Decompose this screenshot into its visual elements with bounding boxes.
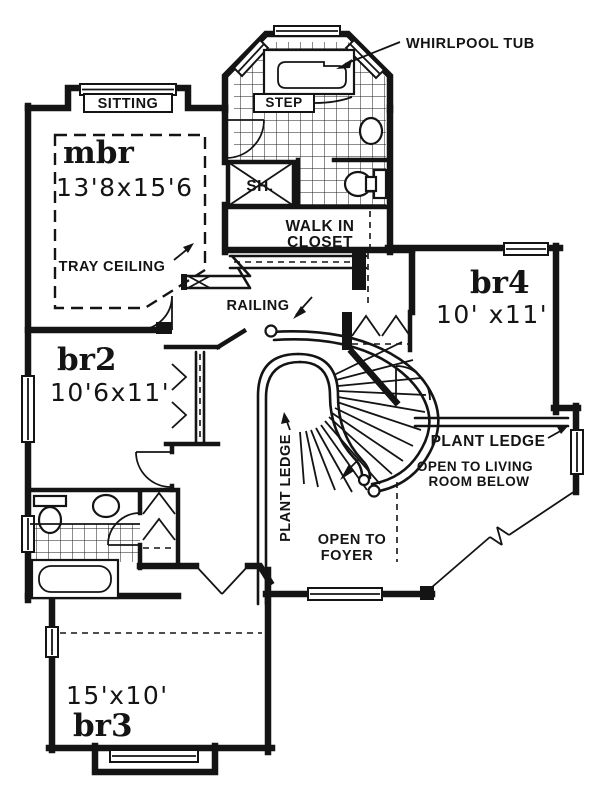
- living-open-window: [570, 429, 584, 475]
- plant-ledge-living: [413, 416, 570, 428]
- br2-door: [135, 451, 173, 488]
- hall-sink-icon: [30, 493, 140, 525]
- open-foyer-label-2: FOYER: [321, 548, 373, 564]
- stair-newel-bottom-outer: [367, 484, 381, 498]
- whirlpool-bay-window-left: [232, 38, 270, 78]
- tray-ceiling-outline: [53, 133, 207, 310]
- master-sink-icon: [358, 116, 384, 146]
- br4-window: [503, 242, 549, 256]
- br3-double-doors: [195, 565, 249, 595]
- whirlpool-bay-window-top: [273, 25, 341, 37]
- plant-ledge-stair-label: PLANT LEDGE: [278, 434, 294, 542]
- br3-label: br3: [73, 708, 133, 744]
- sitting-label: SITTING: [98, 96, 159, 112]
- mbr-label: mbr: [63, 135, 134, 171]
- step-platform: [253, 93, 353, 113]
- br3-dim: 15'x10': [66, 681, 169, 710]
- railing-arrow-head: [293, 306, 306, 319]
- br4-door: [395, 365, 431, 401]
- railing-label: RAILING: [226, 298, 289, 314]
- open-foyer-label-1: OPEN TO: [318, 532, 387, 548]
- open-living-boundary: [423, 488, 579, 595]
- br3-left-window: [45, 626, 59, 658]
- curved-staircase: [256, 324, 440, 606]
- br4-dim: 10' x11': [436, 300, 548, 329]
- callout-arrows: [173, 41, 569, 439]
- br4-closet: [342, 312, 411, 350]
- open-living-label-2: ROOM BELOW: [429, 474, 530, 489]
- plant-ledge-stair-arrow-head: [281, 412, 290, 424]
- walk-in-closet-label-1: WALK IN: [286, 218, 355, 235]
- hall-toilet-icon: [32, 489, 68, 535]
- hall-tub-icon: [30, 558, 120, 600]
- whirlpool-arrow-head: [336, 59, 352, 69]
- hall-bath-door: [107, 512, 141, 546]
- bath-window: [21, 515, 35, 553]
- whirlpool-tub-label: WHIRLPOOL TUB: [406, 36, 535, 52]
- tray-arrow-head: [183, 243, 194, 253]
- step-label: STEP: [265, 95, 302, 110]
- plant-ledge-living-label: PLANT LEDGE: [431, 433, 546, 450]
- shower-label: SH.: [246, 178, 273, 195]
- stair-treads: [299, 341, 427, 493]
- hall-railing-wall: [181, 252, 368, 290]
- windows: [21, 25, 584, 763]
- master-toilet-icon: [343, 168, 388, 200]
- stair-plant-ledge-wall: [256, 352, 302, 606]
- foyer-window: [307, 587, 383, 601]
- br3-bay-window: [109, 749, 199, 763]
- walk-in-closet-label-2: CLOSET: [287, 234, 353, 251]
- stair-newel-bottom-inner: [357, 473, 371, 487]
- br2-window: [21, 375, 35, 443]
- sitting-label-box: [83, 93, 173, 113]
- stair-down-arrow-head: [340, 464, 354, 480]
- br4-label: br4: [470, 265, 530, 301]
- br2-closet: [171, 350, 206, 444]
- master-bath-door: [225, 119, 265, 159]
- br2-dim: 10'6x11': [50, 378, 170, 407]
- linen-closet: [142, 491, 176, 549]
- stair-newel-top: [264, 324, 278, 338]
- tray-ceiling-label: TRAY CEILING: [59, 259, 166, 275]
- br2-label: br2: [57, 342, 117, 378]
- plant-ledge-living-arrow-head: [557, 425, 569, 434]
- break-symbol: [489, 526, 510, 546]
- whirlpool-tub: [262, 48, 356, 96]
- mbr-dim: 13'8x15'6: [56, 173, 193, 202]
- open-living-label-1: OPEN TO LIVING: [417, 459, 533, 474]
- master-bedroom-door: [137, 295, 173, 331]
- shower: [225, 159, 297, 209]
- whirlpool-arrow-line: [344, 41, 401, 65]
